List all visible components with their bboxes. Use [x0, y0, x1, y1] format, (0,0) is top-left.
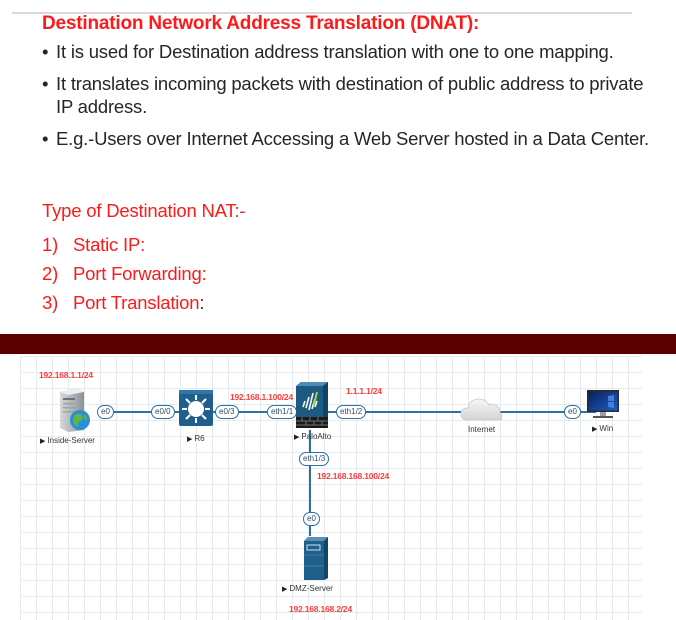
dmz-server-label[interactable]: ▶DMZ-Server — [282, 584, 333, 593]
item-number: 3) — [42, 292, 59, 313]
link-r6-paloalto — [210, 411, 298, 413]
bullet-icon: • — [42, 41, 49, 62]
run-icon: ▶ — [592, 426, 598, 433]
slide-title: Destination Network Address Translation … — [42, 13, 480, 34]
bullet-text: It is used for Destination address trans… — [56, 41, 614, 62]
bullet-item: • E.g.-Users over Internet Accessing a We… — [42, 127, 652, 150]
item-label: Static IP — [73, 234, 141, 255]
nat-type-item: 2) Port Forwarding: — [42, 262, 207, 291]
item-label: Port Translation — [73, 292, 200, 313]
run-icon: ▶ — [282, 586, 288, 593]
paloalto-node[interactable] — [294, 381, 330, 429]
bullet-item: • It is used for Destination address tran… — [42, 40, 652, 63]
port-pa-eth1-2[interactable]: eth1/2 — [336, 405, 367, 419]
nat-types-list: 1) Static IP: 2) Port Forwarding: 3) Port T… — [42, 233, 207, 320]
link-paloalto-dmz — [309, 430, 311, 536]
dmz-server-node[interactable] — [302, 536, 330, 580]
monitor-icon — [587, 390, 619, 418]
bullet-text: It translates incoming packets with dest… — [56, 73, 644, 117]
run-icon: ▶ — [294, 434, 300, 441]
label-text: DMZ-Server — [289, 584, 333, 593]
server-icon — [304, 537, 328, 580]
run-icon: ▶ — [187, 436, 193, 443]
item-colon: : — [199, 292, 205, 313]
bullet-icon: • — [42, 128, 49, 149]
cloud-icon — [460, 398, 503, 421]
label-text: Win — [599, 424, 614, 433]
top-rule — [12, 12, 632, 14]
internet-node[interactable] — [460, 394, 503, 422]
link-paloalto-internet — [324, 411, 464, 413]
firewall-icon — [296, 382, 328, 428]
run-icon: ▶ — [40, 438, 46, 445]
port-pa-eth1-1[interactable]: eth1/1 — [267, 405, 298, 419]
label-text: Inside-Server — [47, 436, 95, 445]
item-number: 2) — [42, 263, 59, 284]
slide: Destination Network Address Translation … — [12, 12, 652, 320]
item-label: Port Forwarding — [73, 263, 202, 284]
item-number: 1) — [42, 234, 59, 255]
link-inside-r6 — [98, 411, 180, 413]
port-inside-e0[interactable]: e0 — [97, 405, 114, 419]
port-dmz-e0[interactable]: e0 — [303, 512, 320, 526]
port-pa-eth1-3[interactable]: eth1/3 — [299, 452, 330, 466]
topology-canvas: 192.168.1.1/24 e0 ▶Inside-Server e0/0 — [20, 356, 642, 620]
paloalto-inside-ip: 192.168.1.100/24 — [230, 392, 293, 402]
bullet-item: • It translates incoming packets with des… — [42, 72, 652, 118]
label-text: PaloAlto — [301, 432, 332, 441]
item-colon: : — [201, 263, 207, 284]
nat-type-item: 3) Port Translation: — [42, 291, 207, 320]
server-globe-icon — [60, 388, 90, 432]
port-win-e0[interactable]: e0 — [564, 405, 581, 419]
types-heading: Type of Destination NAT:- — [42, 200, 246, 221]
win-label[interactable]: ▶Win — [592, 424, 613, 433]
inside-server-node[interactable] — [54, 386, 94, 432]
port-r6-e0-3[interactable]: e0/3 — [215, 405, 239, 419]
bullet-list: • It is used for Destination address tran… — [42, 40, 652, 159]
dmz-server-ip: 192.168.168.2/24 — [289, 604, 352, 614]
paloalto-outside-ip: 1.1.1.1/24 — [346, 386, 382, 396]
r6-node[interactable] — [178, 389, 214, 427]
paloalto-dmz-ip: 192.168.168.100/24 — [317, 471, 390, 481]
win-node[interactable] — [586, 389, 620, 421]
router-icon — [179, 390, 213, 426]
port-r6-e0-0[interactable]: e0/0 — [151, 405, 175, 419]
divider-band — [0, 334, 676, 354]
inside-server-ip: 192.168.1.1/24 — [39, 370, 93, 380]
label-text: R6 — [194, 434, 205, 443]
inside-server-label[interactable]: ▶Inside-Server — [40, 436, 95, 445]
r6-label[interactable]: ▶R6 — [187, 434, 205, 443]
item-colon: : — [140, 234, 146, 255]
nat-type-item: 1) Static IP: — [42, 233, 207, 262]
internet-label[interactable]: Internet — [468, 425, 496, 434]
bullet-text: E.g.-Users over Internet Accessing a Web… — [56, 128, 649, 149]
paloalto-label[interactable]: ▶PaloAlto — [294, 432, 331, 441]
link-internet-win — [498, 411, 596, 413]
bullet-icon: • — [42, 73, 49, 94]
